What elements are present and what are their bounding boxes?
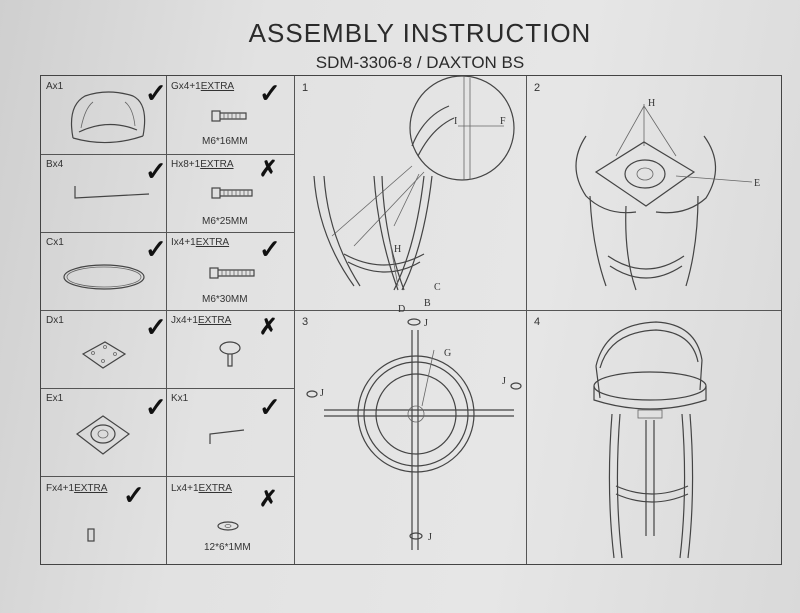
page-title: ASSEMBLY INSTRUCTION bbox=[248, 18, 592, 48]
extra-label: EXTRA bbox=[197, 315, 232, 326]
washer-f-icon bbox=[87, 528, 95, 542]
part-cell-a: Ax1 ✓ bbox=[41, 76, 167, 155]
part-cell-f: Fx4+1EXTRA ✓ bbox=[41, 476, 167, 564]
extra-label: EXTRA bbox=[200, 81, 235, 92]
cross-mark-icon: ✗ bbox=[259, 314, 278, 339]
step-number: 1 bbox=[302, 82, 309, 94]
callout-j-right: J bbox=[502, 376, 506, 387]
check-mark-icon: ✓ bbox=[145, 234, 167, 264]
part-cell-b: Bx4 ✓ bbox=[41, 154, 167, 233]
part-code: Fx4+1 bbox=[46, 483, 75, 494]
instruction-grid: Ax1 ✓ Gx4+1EXTRA ✓ M6*16MM Bx4 ✓ bbox=[40, 75, 782, 565]
part-cell-j: Jx4+1EXTRA ✗ bbox=[166, 310, 295, 389]
part-cell-e: Ex1 ✓ bbox=[41, 388, 167, 477]
extra-label: EXTRA bbox=[74, 483, 108, 494]
callout-j-left: J bbox=[320, 388, 324, 399]
washer-size: 12*6*1MM bbox=[204, 542, 251, 553]
part-cell-i: Ix4+1EXTRA ✓ M6*30MM bbox=[166, 232, 295, 311]
part-code: Bx4 bbox=[46, 159, 64, 170]
callout-h: H bbox=[394, 244, 401, 255]
step-number: 3 bbox=[302, 316, 309, 328]
check-mark-icon: ✓ bbox=[123, 480, 145, 510]
part-code: Ex1 bbox=[46, 393, 64, 404]
callout-f: F bbox=[500, 116, 506, 127]
check-mark-icon: ✓ bbox=[259, 234, 281, 264]
assembled-stool-icon bbox=[593, 321, 707, 559]
part-code: Ix4+1 bbox=[171, 237, 196, 248]
allen-key-icon bbox=[209, 429, 245, 444]
model-subtitle: SDM-3306-8 / DAXTON BS bbox=[315, 53, 525, 72]
callout-j-bottom: J bbox=[428, 532, 432, 543]
step-number: 2 bbox=[534, 82, 541, 94]
bolt-size: M6*16MM bbox=[202, 136, 248, 147]
part-cell-c: Cx1 ✓ bbox=[41, 232, 167, 311]
callout-i: I bbox=[454, 116, 457, 127]
cross-mark-icon: ✗ bbox=[259, 156, 278, 181]
extra-label: EXTRA bbox=[198, 483, 232, 494]
step-2-panel: 2 H E bbox=[526, 76, 781, 311]
part-code: Cx1 bbox=[46, 237, 64, 248]
step-number: 4 bbox=[534, 316, 541, 328]
callout-c: C bbox=[434, 282, 441, 293]
part-cell-g: Gx4+1EXTRA ✓ M6*16MM bbox=[166, 76, 295, 155]
check-mark-icon: ✓ bbox=[145, 78, 167, 108]
step-3-panel: 3 J G J bbox=[294, 310, 527, 564]
step-1-panel: 1 I F bbox=[294, 75, 527, 315]
part-cell-k: Kx1 ✓ bbox=[166, 388, 295, 477]
part-code: Jx4+1 bbox=[171, 315, 198, 326]
step-3-diagram: J G J J J bbox=[306, 318, 522, 550]
extra-label: EXTRA bbox=[195, 237, 230, 248]
mounting-plate-icon bbox=[81, 341, 127, 369]
part-code: Ax1 bbox=[46, 81, 64, 92]
callout-j-top: J bbox=[424, 318, 428, 329]
part-code: Lx4+1 bbox=[171, 483, 199, 494]
callout-d: D bbox=[398, 304, 405, 315]
bolt-size: M6*30MM bbox=[202, 294, 248, 305]
thumb-screw-icon bbox=[219, 341, 241, 367]
step-1-diagram: I F H C B D bbox=[313, 75, 515, 315]
part-code: Kx1 bbox=[171, 393, 189, 404]
step-2-diagram: H E bbox=[575, 98, 760, 291]
part-code: Dx1 bbox=[46, 315, 64, 326]
check-mark-icon: ✓ bbox=[259, 392, 281, 422]
extra-label: EXTRA bbox=[200, 159, 234, 170]
swivel-plate-icon bbox=[75, 415, 131, 455]
part-code: Gx4+1 bbox=[171, 81, 201, 92]
callout-g: G bbox=[444, 348, 451, 359]
hex-key-icon bbox=[74, 186, 150, 199]
check-mark-icon: ✓ bbox=[145, 392, 167, 422]
foot-ring-icon bbox=[63, 264, 145, 290]
check-mark-icon: ✓ bbox=[259, 78, 281, 108]
part-cell-h: Hx8+1EXTRA ✗ M6*25MM bbox=[166, 154, 295, 233]
callout-b: B bbox=[424, 298, 431, 309]
callout-e: E bbox=[754, 178, 760, 189]
callout-h: H bbox=[648, 98, 655, 109]
bolt-icon bbox=[209, 267, 255, 279]
bolt-icon bbox=[211, 187, 253, 199]
check-mark-icon: ✓ bbox=[145, 156, 167, 186]
washer-l-icon bbox=[217, 521, 239, 531]
check-mark-icon: ✓ bbox=[145, 312, 167, 342]
step-4-panel: 4 bbox=[526, 310, 781, 564]
bolt-icon bbox=[211, 110, 247, 122]
part-code: Hx8+1 bbox=[171, 159, 201, 170]
cross-mark-icon: ✗ bbox=[259, 486, 278, 511]
bolt-size: M6*25MM bbox=[202, 216, 248, 227]
seat-shell-icon bbox=[70, 91, 146, 144]
part-cell-d: Dx1 ✓ bbox=[41, 310, 167, 389]
part-cell-l: Lx4+1EXTRA ✗ 12*6*1MM bbox=[166, 476, 295, 564]
